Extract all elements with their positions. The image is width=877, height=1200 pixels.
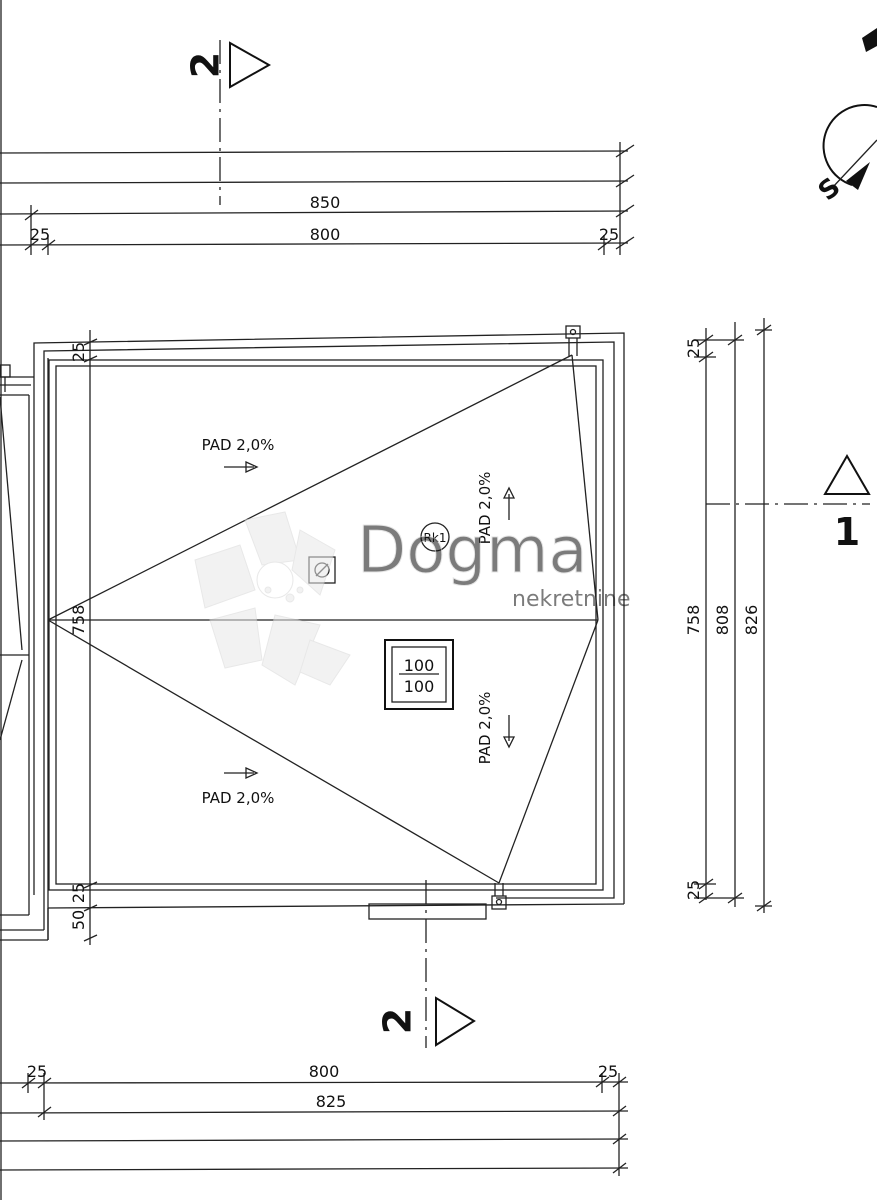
gutter-marker: Rk1 bbox=[420, 522, 450, 552]
dim-bottom-825: 825 bbox=[316, 1092, 347, 1111]
dim-top-25-right: 25 bbox=[599, 225, 619, 244]
slope-label-right-lower: PAD 2,0% bbox=[476, 692, 494, 765]
dim-right-808: 808 bbox=[713, 605, 732, 636]
dim-bottom-800: 800 bbox=[309, 1062, 340, 1081]
watermark-brand: Dogma bbox=[357, 514, 588, 588]
dim-inner-50-bottom: 50 bbox=[69, 910, 88, 930]
section-label-2-bottom: 2 bbox=[376, 1008, 420, 1034]
dim-right-758: 758 bbox=[684, 605, 703, 636]
watermark-sub: nekretnine bbox=[512, 587, 630, 612]
compass-icon: S bbox=[813, 28, 877, 207]
top-dimension-chain: 850 800 25 25 bbox=[0, 142, 635, 255]
right-dimension-chain: 25 758 808 826 25 bbox=[684, 318, 772, 913]
bottom-dimension-chain: 800 825 25 25 bbox=[0, 1062, 629, 1176]
slope-label-top-left: PAD 2,0% bbox=[202, 436, 275, 454]
dim-right-25-top: 25 bbox=[684, 338, 703, 358]
dim-right-25-bottom: 25 bbox=[684, 880, 703, 900]
dim-right-826: 826 bbox=[742, 605, 761, 636]
hatch-value-top: 100 bbox=[404, 656, 435, 675]
roof-outline bbox=[33, 325, 625, 945]
slope-bottom-left: PAD 2,0% bbox=[202, 766, 275, 807]
slope-label-right-upper: PAD 2,0% bbox=[476, 472, 494, 545]
section-label-2-top: 2 bbox=[184, 52, 228, 78]
dim-bottom-25-right: 25 bbox=[598, 1062, 618, 1081]
dim-inner-25-bottom: 25 bbox=[69, 883, 88, 903]
roof-hatch: 100 100 bbox=[384, 639, 454, 710]
dim-top-850: 850 bbox=[310, 193, 341, 212]
dim-top-25-left: 25 bbox=[30, 225, 50, 244]
hatch-value-bottom: 100 bbox=[404, 677, 435, 696]
section-marker-1-right: 1 bbox=[706, 454, 871, 554]
dim-inner-25-top: 25 bbox=[69, 342, 88, 362]
gutter-label: Rk1 bbox=[424, 531, 447, 545]
dim-bottom-25-left: 25 bbox=[27, 1062, 47, 1081]
section-label-1-right: 1 bbox=[834, 510, 860, 554]
slope-top-left: PAD 2,0% bbox=[202, 436, 275, 474]
dim-top-800: 800 bbox=[310, 225, 341, 244]
watermark-flower-icon bbox=[194, 511, 351, 686]
section-marker-2-bottom: 2 bbox=[376, 880, 476, 1048]
slope-label-bottom-left: PAD 2,0% bbox=[202, 789, 275, 807]
slope-right-lower: PAD 2,0% bbox=[476, 692, 516, 765]
adjacent-building-outline bbox=[0, 364, 48, 941]
section-marker-2-top: 2 bbox=[184, 40, 272, 205]
slope-right-upper: PAD 2,0% bbox=[476, 472, 516, 545]
dim-inner-758: 758 bbox=[69, 605, 88, 636]
watermark-logo: Dogma nekretnine bbox=[194, 511, 630, 686]
inner-dimensions: 25 758 25 50 bbox=[69, 338, 98, 942]
